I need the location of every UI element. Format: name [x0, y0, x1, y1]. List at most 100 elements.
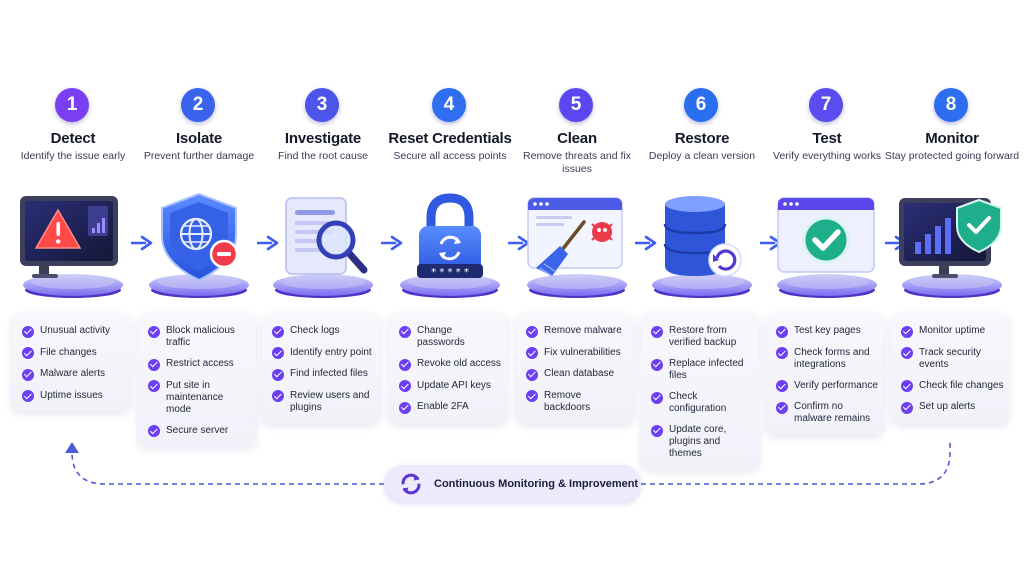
flow-arrow-icon	[381, 235, 403, 251]
loop-label: Continuous Monitoring & Improvement	[434, 477, 639, 490]
checkmark-icon	[22, 325, 34, 338]
step-subtitle: Remove threats and fix issues	[523, 150, 631, 175]
flow-arrow-icon	[635, 235, 657, 251]
checklist-item-label: Block malicious traffic	[166, 325, 235, 348]
checklist-item-label: Uptime issues	[40, 389, 103, 401]
svg-text:* * * * *: * * * * *	[431, 267, 469, 278]
checklist-item: File changes	[22, 346, 125, 359]
step-subtitle: Stay protected going forward	[884, 150, 1020, 162]
checkmark-icon	[399, 325, 411, 338]
checkmark-icon	[272, 368, 284, 381]
checklist-item-label: Fix vulnerabilities	[544, 346, 621, 358]
checklist-item: Fix vulnerabilities	[526, 346, 629, 359]
checklist-item-label: Update core, plugins and themes	[669, 424, 727, 459]
checklist-item-label: Restrict access	[166, 358, 234, 369]
step-subtitle: Verify everything works	[773, 150, 881, 162]
checklist-item-label: File changes	[40, 346, 97, 358]
checkmark-icon	[526, 390, 538, 402]
checkmark-icon	[526, 368, 538, 381]
checkmark-icon	[272, 347, 284, 359]
checkmark-icon	[901, 401, 913, 414]
step-title: Isolate	[175, 130, 223, 147]
checklist-item: Identify entry point	[272, 346, 375, 359]
step-title: Detect	[50, 130, 96, 147]
step-number-badge: 7	[809, 88, 843, 122]
step-subtitle: Deploy a clean version	[648, 150, 756, 162]
checklist-item-label: Check configuration	[669, 391, 727, 414]
checklist-item: Update API keys	[399, 379, 502, 392]
checkmark-icon	[651, 325, 663, 338]
checklist-item: Find infected files	[272, 368, 375, 381]
checklist-item: Uptime issues	[22, 389, 125, 402]
checklist-item: Check file changes	[901, 379, 1004, 392]
step-subtitle: Find the root cause	[278, 150, 368, 162]
checklist-item: Enable 2FA	[399, 401, 502, 414]
checklist-item: Replace infected files	[651, 358, 754, 382]
checklist-item: Check configuration	[651, 391, 754, 415]
step-title: Restore	[674, 130, 730, 147]
checklist-item-label: Unusual activity	[40, 325, 111, 336]
checklist-item-label: Malware alerts	[40, 368, 106, 379]
checklist-item-label: Remove malware	[544, 325, 622, 336]
checklist-item: Change passwords	[399, 325, 502, 349]
checklist-item: Restore from verified backup	[651, 325, 754, 349]
checklist-item-label: Replace infected files	[669, 358, 744, 381]
checklist-item: Unusual activity	[22, 325, 125, 338]
checklist-item-label: Monitor uptime	[919, 325, 986, 336]
checklist-item: Remove backdoors	[526, 390, 629, 414]
checklist-item-label: Test key pages	[794, 325, 861, 336]
checklist-item-label: Confirm no malware remains	[794, 401, 871, 424]
checklist-item-label: Update API keys	[417, 379, 491, 391]
padlock-reset-icon: * * * * *	[400, 193, 500, 298]
checklist-item-label: Put site in maintenance mode	[166, 379, 224, 415]
checklist-item-label: Clean database	[544, 368, 615, 379]
checklist-item: Secure server	[148, 425, 251, 437]
checklist-item: Track security events	[901, 347, 1004, 371]
step-title: Clean	[557, 130, 597, 147]
checklist-item-label: Set up alerts	[919, 401, 976, 412]
database-restore-icon	[652, 196, 752, 298]
checklist-item: Put site in maintenance mode	[148, 380, 251, 416]
checkmark-icon	[526, 325, 538, 338]
step-number-badge: 8	[934, 88, 968, 122]
document-magnifier-icon	[273, 197, 373, 298]
checklist-item-label: Review users and plugins	[290, 389, 370, 413]
step-number-badge: 6	[684, 88, 718, 122]
checkmark-icon	[651, 391, 663, 404]
checkmark-icon	[526, 347, 538, 359]
checklist-item-label: Identify entry point	[290, 346, 372, 358]
checkmark-icon	[272, 325, 284, 338]
checkmark-icon	[22, 347, 34, 359]
checkmark-icon	[399, 380, 411, 392]
checklist-item-label: Track security events	[919, 346, 981, 370]
checklist-item-label: Find infected files	[290, 368, 368, 379]
checklist-item: Review users and plugins	[272, 390, 375, 414]
step-subtitle: Secure all access points	[393, 150, 507, 162]
checkmark-icon	[776, 325, 788, 338]
checkmark-icon	[651, 424, 663, 437]
checklist-item: Revoke old access	[399, 358, 502, 371]
checkmark-icon	[399, 401, 411, 414]
checklist-item-label: Change passwords	[417, 325, 465, 348]
checkmark-icon	[399, 358, 411, 371]
step-number-badge: 4	[432, 88, 466, 122]
broom-window-icon	[527, 197, 627, 298]
checklist-item-label: Restore from verified backup	[669, 325, 737, 348]
cycle-arrows-icon	[401, 473, 421, 494]
checklist-item: Remove malware	[526, 325, 629, 338]
checklist-item-label: Enable 2FA	[417, 401, 469, 412]
checklist-item-label: Check file changes	[919, 379, 1004, 391]
checkmark-icon	[776, 380, 788, 392]
window-check-icon	[777, 197, 877, 298]
